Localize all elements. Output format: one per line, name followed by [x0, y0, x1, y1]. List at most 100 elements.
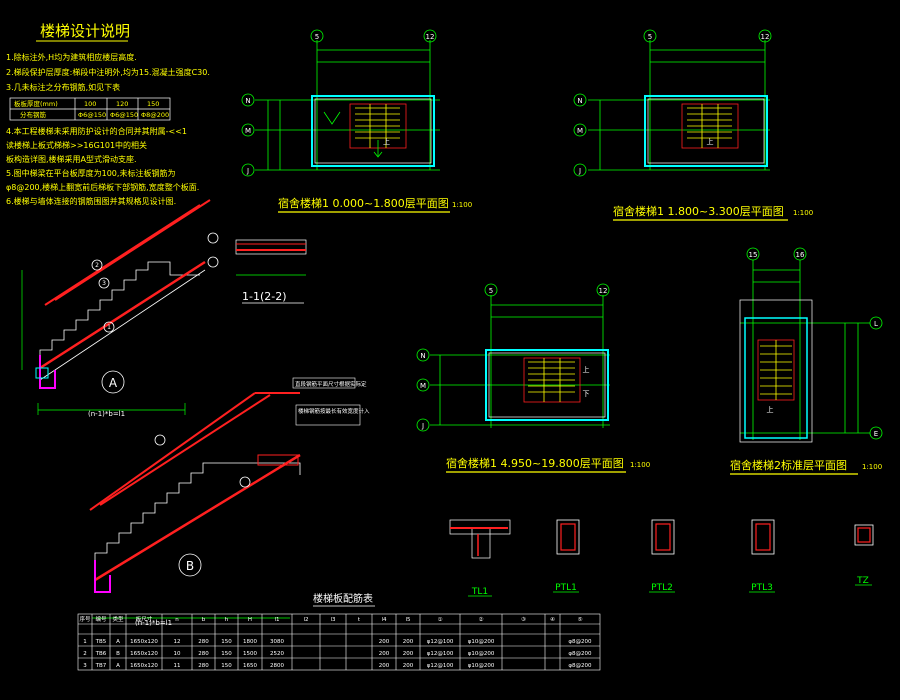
schedule-cell: 1650x120	[130, 651, 158, 657]
rebar-r2: Φ6@150	[110, 111, 138, 119]
schedule-cell: 150	[221, 651, 232, 657]
rebar-h3: 150	[147, 100, 159, 108]
plan-3: 5 12 N M J 上下 宿舍楼梯1 4.950~19.800层平面图 1:1…	[416, 283, 650, 473]
plan-1: 上 5 12 N M J 宿舍楼梯1 0.000~1.800层平面图 1:100	[241, 29, 472, 213]
plan2-axis-M: M	[577, 127, 583, 135]
note-line: 读楼梯上板式梯梯>>16G101中的相关	[6, 140, 147, 150]
schedule-cell: TB5	[95, 639, 107, 645]
plan4-axis-L: L	[874, 320, 878, 328]
plan1-axis-5: 5	[315, 33, 319, 41]
notes-title: 楼梯设计说明	[40, 22, 130, 40]
schedule-cell: TB7	[95, 663, 107, 669]
rebar-r0: 分布钢筋	[20, 110, 47, 119]
beam-details: TL1 PTL1 PTL2 PTL3 TZ	[449, 519, 874, 597]
plan4-title: 宿舍楼梯2标准层平面图	[730, 458, 847, 472]
plan1-axis-J: J	[246, 167, 249, 175]
schedule-cell: 1	[83, 639, 87, 645]
plan2-axis-N: N	[577, 97, 582, 105]
plan3-axis-M: M	[420, 382, 426, 390]
schedule-cell: TB6	[95, 651, 107, 657]
schedule-title: 楼梯板配筋表	[313, 592, 373, 605]
detail-ptl3: PTL3	[751, 583, 773, 593]
note-line: 4.本工程楼梯未采用防护设计的合同并其附属-<<1	[6, 126, 187, 136]
span-a-label: (n-1)*b=l1	[88, 410, 125, 418]
section-b-note1: 直段钢筋平面尺寸根据实际定	[295, 380, 367, 388]
schedule-cell: B	[116, 651, 120, 657]
schedule-cell: 150	[221, 663, 232, 669]
plan1-axis-M: M	[245, 127, 251, 135]
rebar-r1: Φ6@150	[78, 111, 106, 119]
schedule-cell: 280	[198, 651, 209, 657]
schedule-cell: 150	[221, 639, 232, 645]
detail-ptl2: PTL2	[651, 583, 673, 593]
type-a-label: A	[109, 376, 118, 390]
plan3-scale: 1:100	[630, 461, 650, 469]
sec-a-mark1: 1	[107, 324, 111, 331]
svg-text:上: 上	[383, 137, 390, 146]
schedule-header-cell: l2	[303, 617, 308, 623]
schedule-cell: 200	[403, 651, 414, 657]
schedule-header-cell: l1	[274, 617, 279, 623]
schedule-cell: 1500	[243, 651, 257, 657]
plan3-title: 宿舍楼梯1 4.950~19.800层平面图	[446, 456, 624, 470]
note-line: 5.图中梯梁在平台板厚度为100,未标注板钢筋为	[6, 168, 175, 178]
plan-4: 15 16 L E 上 宿舍楼梯2标准层平面图 1:100	[730, 247, 883, 475]
plan1-axis-12: 12	[426, 33, 435, 41]
schedule-header-cell: 类型	[112, 615, 124, 623]
schedule-cell: 2	[83, 651, 87, 657]
schedule-cell: φ8@200	[568, 663, 592, 669]
svg-text:上: 上	[767, 405, 774, 414]
section-1-1: 1-1(2-2)	[207, 232, 307, 304]
plan-2: 5 12 N M J 上 宿舍楼梯1 1.800~3.300层平面图 1:100	[573, 29, 813, 221]
schedule-header-cell: ③	[521, 617, 526, 623]
schedule-cell: 1650x120	[130, 639, 158, 645]
schedule-header-cell: t	[358, 617, 361, 623]
note-line: 板构造详图,楼梯采用A型式滑动支座.	[6, 154, 137, 164]
rebar-h2: 120	[116, 100, 128, 108]
plan1-axis-N: N	[245, 97, 250, 105]
plan3-axis-5: 5	[489, 287, 493, 295]
schedule-cell: 200	[379, 639, 390, 645]
rebar-r3: Φ8@200	[141, 111, 169, 119]
svg-text:上: 上	[707, 137, 714, 146]
schedule-cell: φ10@200	[468, 663, 495, 669]
schedule-cell: 10	[174, 651, 181, 657]
schedule-header-cell: ①	[438, 617, 443, 623]
schedule-header-cell: H	[248, 617, 252, 623]
svg-text:下: 下	[583, 390, 590, 398]
schedule-cell: 200	[403, 639, 414, 645]
note-line: 1.除标注外,H均为建筑相应楼层高度.	[6, 52, 137, 62]
note-line: 3.几未标注之分布钢筋,如见下表	[6, 82, 120, 92]
plan2-scale: 1:100	[793, 209, 813, 217]
plan3-axis-N: N	[420, 352, 425, 360]
detail-tz: TZ	[856, 576, 869, 586]
plan3-axis-J: J	[421, 422, 424, 430]
schedule-cell: 1650	[243, 663, 257, 669]
schedule-header-cell: l5	[405, 617, 411, 623]
plan3-axis-12: 12	[599, 287, 608, 295]
schedule-header-cell: l4	[381, 617, 387, 623]
plan1-title: 宿舍楼梯1 0.000~1.800层平面图	[278, 196, 449, 210]
plan1-scale: 1:100	[452, 201, 472, 209]
schedule-header-cell: 编号	[95, 615, 107, 623]
schedule-cell: 2520	[270, 651, 284, 657]
sec-a-mark2: 2	[95, 262, 99, 269]
schedule-header-cell: ②	[479, 616, 484, 623]
schedule-cell: 11	[174, 663, 181, 669]
schedule-header-cell: b	[202, 617, 206, 623]
section-label: 1-1(2-2)	[242, 290, 287, 303]
schedule-cell: 2800	[270, 663, 284, 669]
schedule-cell: 200	[379, 663, 390, 669]
schedule-cell: 1650x120	[130, 663, 158, 669]
note-line: φ8@200,楼梯上翻宽前后梯板下部钢筋,宽度整个板面.	[6, 182, 199, 192]
stair-section-a: 2 3 1 A (n-1)*b=l1	[21, 199, 211, 418]
schedule-header-cell: l3	[330, 617, 336, 623]
schedule-cell: 3	[83, 663, 87, 669]
schedule-cell: φ12@100	[427, 651, 454, 657]
span-b-label: (n-1)*b=l1	[135, 619, 172, 627]
schedule-header-cell: ④	[550, 617, 555, 623]
schedule-cell: φ10@200	[468, 651, 495, 657]
schedule-header-cell: ⑤	[578, 617, 583, 623]
